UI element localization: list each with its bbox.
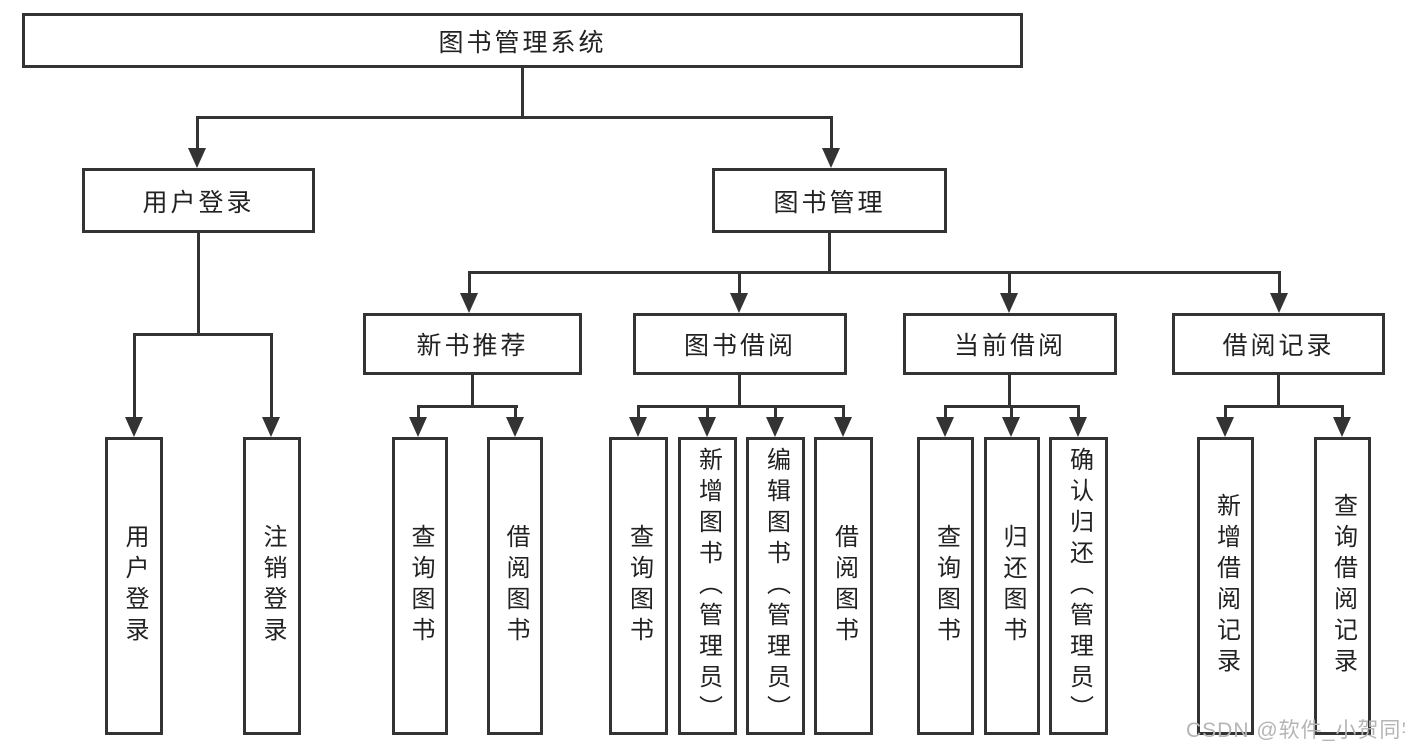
node-new-book-recommend-label: 新书推荐 <box>416 332 529 360</box>
arrow-down-icon <box>125 417 143 437</box>
arrow-down-icon <box>1002 417 1020 437</box>
node-cb-confirm-return: 确认归还（管理员） <box>1049 437 1108 735</box>
arrow-down-icon <box>936 417 954 437</box>
node-rec-query-books: 查询图书 <box>392 437 448 735</box>
node-cb-return-books-label: 归还图书 <box>999 524 1026 648</box>
node-bb-edit-books-label: 编辑图书（管理员） <box>762 446 790 726</box>
node-borrow-records-label: 借阅记录 <box>1222 332 1335 360</box>
node-leaf-logout-label: 注销登录 <box>259 524 286 648</box>
arrow-down-icon <box>698 417 716 437</box>
node-bb-borrow-books: 借阅图书 <box>814 437 873 735</box>
connector-line <box>944 405 947 421</box>
connector-line <box>1341 405 1344 421</box>
node-cb-confirm-return-label: 确认归还（管理员） <box>1065 446 1093 726</box>
node-book-management: 图书管理 <box>712 168 947 233</box>
arrow-down-icon <box>409 417 427 437</box>
connector-line <box>1277 374 1280 408</box>
node-cb-query-books-label: 查询图书 <box>932 524 960 648</box>
node-root: 图书管理系统 <box>22 13 1023 68</box>
connector-line <box>197 232 200 335</box>
node-br-add-record-label: 新增借阅记录 <box>1212 493 1240 679</box>
connector-line <box>1077 405 1080 421</box>
arrow-down-icon <box>1069 417 1087 437</box>
node-current-borrow: 当前借阅 <box>903 313 1117 375</box>
connector-line <box>196 116 199 152</box>
node-new-book-recommend: 新书推荐 <box>363 313 582 375</box>
node-bb-borrow-books-label: 借阅图书 <box>830 524 858 648</box>
node-book-borrow-label: 图书借阅 <box>683 332 796 360</box>
connector-line <box>468 271 471 297</box>
connector-line <box>196 116 833 119</box>
node-br-query-record-label: 查询借阅记录 <box>1329 493 1357 679</box>
connector-line <box>133 333 273 336</box>
arrow-down-icon <box>1216 417 1234 437</box>
node-cb-query-books: 查询图书 <box>917 437 974 735</box>
arrow-down-icon <box>460 293 478 313</box>
arrow-down-icon <box>506 417 524 437</box>
arrow-down-icon <box>766 417 784 437</box>
node-book-borrow: 图书借阅 <box>633 313 847 375</box>
connector-line <box>830 116 833 152</box>
node-user-login-label: 用户登录 <box>142 188 255 217</box>
node-user-login: 用户登录 <box>82 168 315 233</box>
connector-line <box>1010 405 1013 421</box>
arrow-down-icon <box>730 293 748 313</box>
connector-line <box>514 405 517 421</box>
connector-line <box>738 374 741 408</box>
node-book-management-label: 图书管理 <box>773 188 886 217</box>
connector-line <box>417 405 518 408</box>
node-bb-edit-books: 编辑图书（管理员） <box>746 437 805 735</box>
connector-line <box>637 405 845 408</box>
node-bb-query-books-label: 查询图书 <box>625 524 653 648</box>
node-root-label: 图书管理系统 <box>438 28 607 57</box>
connector-line <box>270 333 273 421</box>
connector-line <box>706 405 709 421</box>
node-br-query-record: 查询借阅记录 <box>1314 437 1371 735</box>
connector-line <box>828 232 831 274</box>
node-borrow-records: 借阅记录 <box>1172 313 1385 375</box>
node-leaf-user-login-label: 用户登录 <box>121 524 148 648</box>
connector-line <box>637 405 640 421</box>
connector-line <box>842 405 845 421</box>
node-rec-query-books-label: 查询图书 <box>407 524 434 648</box>
connector-line <box>468 271 1281 274</box>
arrow-down-icon <box>1333 417 1351 437</box>
connector-line <box>471 374 474 408</box>
connector-line <box>1008 374 1011 408</box>
arrow-down-icon <box>822 148 840 168</box>
connector-line <box>417 405 420 421</box>
connector-line <box>738 271 741 297</box>
connector-line <box>521 67 524 119</box>
node-cb-return-books: 归还图书 <box>984 437 1040 735</box>
arrow-down-icon <box>1000 293 1018 313</box>
arrow-down-icon <box>834 417 852 437</box>
connector-line <box>774 405 777 421</box>
arrow-down-icon <box>629 417 647 437</box>
arrow-down-icon <box>1270 293 1288 313</box>
arrow-down-icon <box>188 148 206 168</box>
node-current-borrow-label: 当前借阅 <box>953 332 1066 360</box>
connector-line <box>1224 405 1227 421</box>
node-leaf-user-login: 用户登录 <box>105 437 163 735</box>
csdn-watermark: CSDN @软件_小贺同学 <box>1186 719 1405 742</box>
node-rec-borrow-books-label: 借阅图书 <box>502 524 529 648</box>
arrow-down-icon <box>262 417 280 437</box>
node-bb-add-books-label: 新增图书（管理员） <box>694 446 722 726</box>
connector-line <box>133 333 136 421</box>
connector-line <box>1008 271 1011 297</box>
node-leaf-logout: 注销登录 <box>243 437 301 735</box>
connector-line <box>1224 405 1344 408</box>
connector-line <box>1278 271 1281 297</box>
node-bb-query-books: 查询图书 <box>609 437 668 735</box>
node-rec-borrow-books: 借阅图书 <box>487 437 543 735</box>
node-br-add-record: 新增借阅记录 <box>1197 437 1254 735</box>
node-bb-add-books: 新增图书（管理员） <box>678 437 737 735</box>
